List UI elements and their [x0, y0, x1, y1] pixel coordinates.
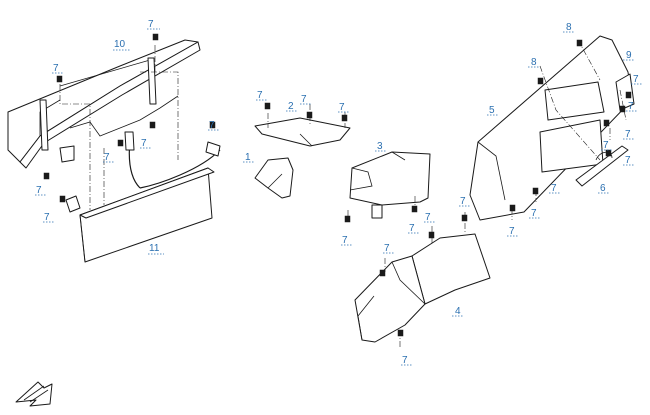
callout-10: 10	[114, 39, 126, 50]
bolt-icon	[509, 204, 516, 212]
bolt-icon	[341, 114, 348, 122]
callout-7: 7	[339, 102, 345, 113]
bolt-icon	[619, 105, 626, 113]
callout-7: 7	[104, 152, 110, 163]
callout-7: 7	[402, 355, 408, 366]
part-6-rod	[575, 145, 629, 187]
callout-7: 7	[531, 208, 537, 219]
bolt-icon	[461, 214, 468, 222]
callout-4: 4	[455, 306, 461, 317]
callout-7: 7	[36, 185, 42, 196]
callout-7: 7	[44, 212, 50, 223]
callout-8: 8	[566, 22, 572, 33]
bolt-icon	[344, 215, 351, 223]
bolt-icon	[576, 39, 583, 47]
callout-7: 7	[53, 63, 59, 74]
callout-7: 7	[141, 138, 147, 149]
callout-7: 7	[625, 129, 631, 140]
bolt-icon	[428, 231, 435, 239]
bolt-icon	[379, 269, 386, 277]
bolt-icon	[56, 75, 63, 83]
callout-9: 9	[626, 50, 632, 61]
bolt-icon	[532, 187, 539, 195]
callout-8: 8	[531, 57, 537, 68]
part-11-lower-shield	[65, 131, 221, 263]
callout-7: 7	[628, 101, 634, 112]
part-10-upper-shield	[7, 39, 201, 169]
callout-7: 7	[342, 235, 348, 246]
callout-5: 5	[489, 105, 495, 116]
callout-7: 7	[409, 223, 415, 234]
callout-labels: 7 10 7 7 2 7 7 7 7 7 1 3 7 7 11 7 7 7 7 …	[36, 19, 639, 366]
bolt-icon	[152, 33, 159, 41]
bolt-icon	[264, 102, 271, 110]
front-arrow-icon	[15, 381, 53, 407]
bolt-icon	[625, 91, 632, 99]
part-4-housing	[354, 233, 491, 343]
callout-7: 7	[257, 90, 263, 101]
callout-11: 11	[149, 243, 160, 254]
callout-7: 7	[425, 212, 431, 223]
bolt-icon	[209, 121, 216, 129]
callout-7: 7	[509, 226, 515, 237]
bolt-icon	[537, 77, 544, 85]
callout-7: 7	[625, 155, 631, 166]
callout-7: 7	[148, 19, 154, 30]
callout-1: 1	[245, 152, 251, 163]
bolt-icon	[59, 195, 66, 203]
bolt-icon	[411, 205, 418, 213]
bolt-icon	[603, 119, 610, 127]
label-underlines	[35, 28, 643, 366]
part-2-plate	[254, 117, 351, 147]
bolt-icon	[306, 111, 313, 119]
callout-7: 7	[551, 183, 557, 194]
callout-7: 7	[209, 120, 215, 131]
part-1-bracket	[254, 157, 294, 199]
callout-7: 7	[460, 196, 466, 207]
callout-2: 2	[288, 101, 294, 112]
callout-7: 7	[384, 243, 390, 254]
callout-6: 6	[600, 183, 606, 194]
callout-7: 7	[633, 74, 639, 85]
callout-7: 7	[603, 140, 609, 151]
bolt-icon	[397, 329, 404, 337]
fasteners	[43, 33, 632, 337]
callout-7: 7	[301, 94, 307, 105]
part-3-cover	[349, 151, 431, 219]
part-9-small-plate	[615, 73, 635, 111]
callout-3: 3	[377, 141, 383, 152]
bolt-icon	[43, 172, 50, 180]
bolt-icon	[149, 121, 156, 129]
bolt-icon	[117, 139, 124, 147]
